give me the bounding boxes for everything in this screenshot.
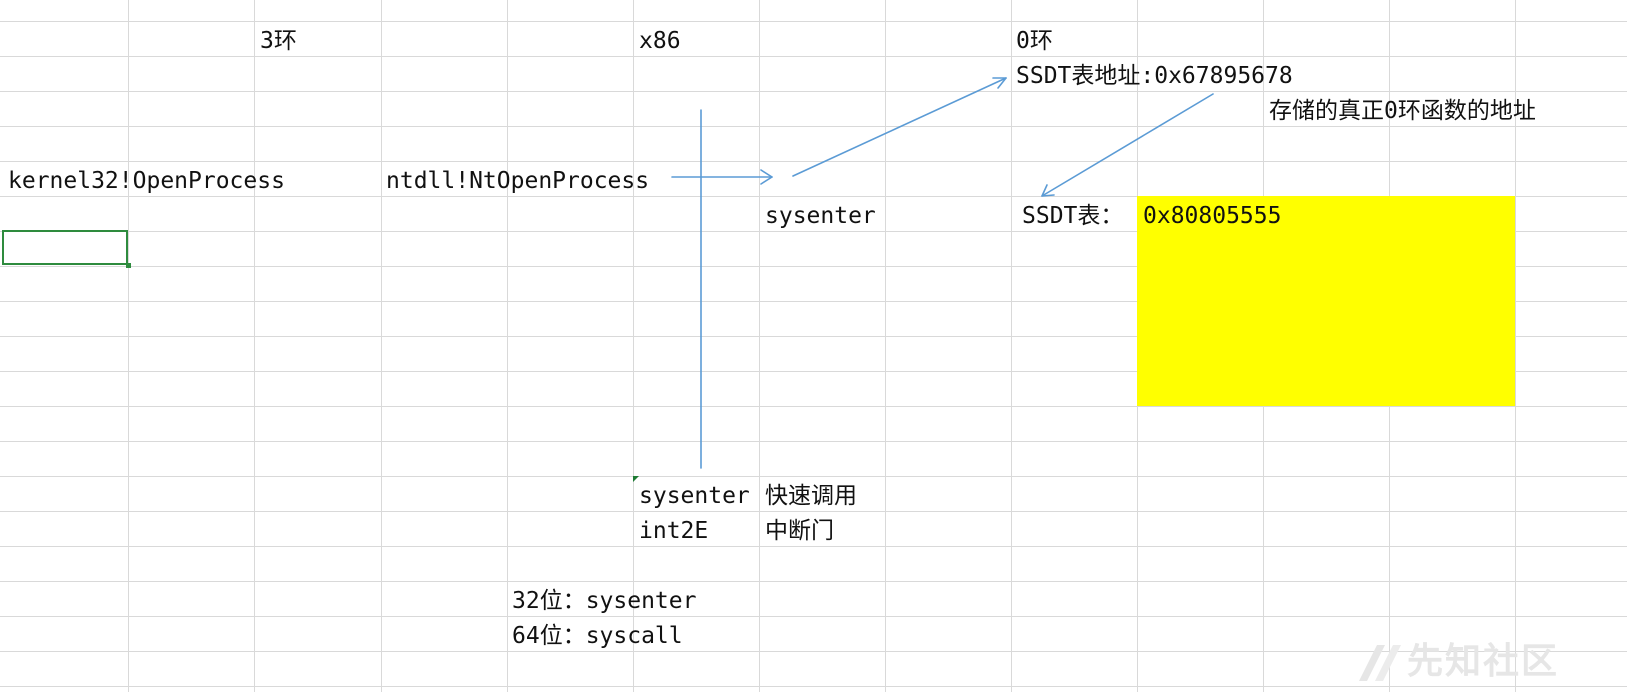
row-gridline bbox=[0, 406, 1627, 407]
arrowhead bbox=[760, 169, 773, 185]
ssdt-address-cell[interactable]: SSDT表地址:0x67895678 bbox=[1016, 63, 1293, 89]
int2e-row-cell[interactable]: int2E bbox=[639, 518, 709, 544]
row-gridline bbox=[0, 616, 1627, 617]
x86-label[interactable]: x86 bbox=[639, 28, 681, 54]
ntdll-call-cell[interactable]: ntdll!NtOpenProcess bbox=[386, 168, 650, 194]
bit32-note-cell[interactable]: 32位：sysenter bbox=[512, 588, 697, 614]
row-gridline bbox=[0, 266, 1627, 267]
xianzhi-logo-icon bbox=[1359, 645, 1401, 681]
ssdt-table-label[interactable]: SSDT表： bbox=[1022, 203, 1124, 229]
row-gridline bbox=[0, 336, 1627, 337]
row-gridline bbox=[0, 686, 1627, 687]
column-gridline bbox=[1011, 0, 1012, 692]
arrowhead bbox=[992, 77, 1007, 89]
row-gridline bbox=[0, 231, 1627, 232]
ssdt-note-cell[interactable]: 存储的真正0环函数的地址 bbox=[1269, 98, 1536, 124]
arrowhead bbox=[1041, 184, 1055, 197]
kernel32-call-cell[interactable]: kernel32!OpenProcess bbox=[8, 168, 285, 194]
arrow-sysenter-to-ssdt-address bbox=[792, 77, 1007, 177]
sysenter-row-cell[interactable]: sysenter bbox=[639, 483, 750, 509]
row-gridline bbox=[0, 511, 1627, 512]
row-gridline bbox=[0, 441, 1627, 442]
active-cell-selection[interactable] bbox=[2, 230, 128, 265]
bit64-note-cell[interactable]: 64位：syscall bbox=[512, 623, 683, 649]
row-gridline bbox=[0, 56, 1627, 57]
column-gridline bbox=[507, 0, 508, 692]
fill-handle[interactable] bbox=[126, 263, 131, 268]
row-gridline bbox=[0, 21, 1627, 22]
column-gridline bbox=[633, 0, 634, 692]
sysenter-cell[interactable]: sysenter bbox=[765, 203, 876, 229]
row-gridline bbox=[0, 161, 1627, 162]
ssdt-entry-cell[interactable]: 0x80805555 bbox=[1143, 203, 1282, 229]
ring3-label[interactable]: 3环 bbox=[260, 28, 297, 54]
highlighted-cell-range[interactable] bbox=[1137, 196, 1515, 406]
row-gridline bbox=[0, 651, 1627, 652]
cell-indicator-icon bbox=[633, 476, 639, 482]
column-gridline bbox=[885, 0, 886, 692]
row-gridline bbox=[0, 196, 1627, 197]
row-gridline bbox=[0, 91, 1627, 92]
row-gridline bbox=[0, 126, 1627, 127]
watermark: 先知社区 bbox=[1355, 632, 1559, 685]
column-gridline bbox=[128, 0, 129, 692]
fast-call-label[interactable]: 快速调用 bbox=[765, 483, 857, 509]
row-gridline bbox=[0, 476, 1627, 477]
row-gridline bbox=[0, 371, 1627, 372]
column-gridline bbox=[381, 0, 382, 692]
row-gridline bbox=[0, 301, 1627, 302]
row-gridline bbox=[0, 546, 1627, 547]
column-gridline bbox=[759, 0, 760, 692]
ring0-label[interactable]: 0环 bbox=[1016, 28, 1053, 54]
column-gridline bbox=[1515, 0, 1516, 692]
column-gridline bbox=[254, 0, 255, 692]
watermark-text: 先知社区 bbox=[1407, 641, 1560, 682]
arrow-ssdt-address-to-ssdt-table bbox=[1041, 93, 1214, 197]
interrupt-gate-label[interactable]: 中断门 bbox=[765, 518, 834, 544]
row-gridline bbox=[0, 581, 1627, 582]
